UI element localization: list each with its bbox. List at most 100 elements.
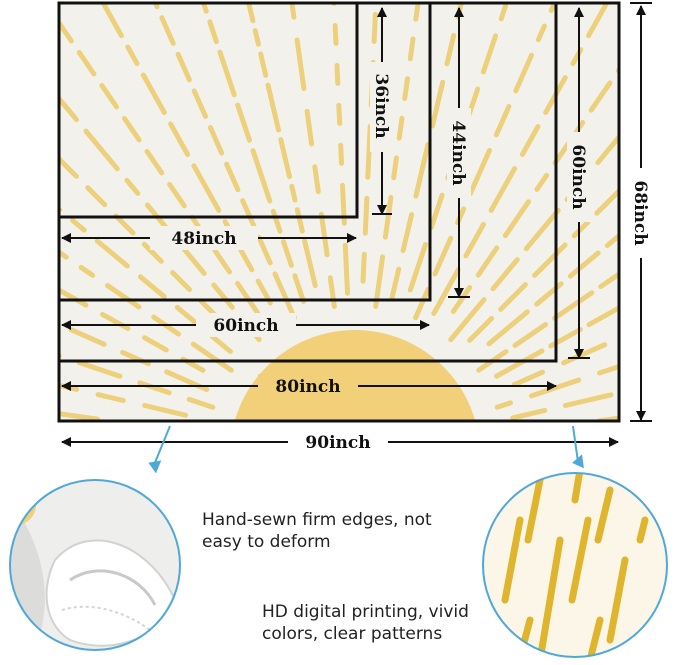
sun-ray-dash [272,271,297,321]
sun-ray-dash [373,254,386,309]
sun-ray-dash [0,27,10,40]
sun-ray-dash [0,437,11,439]
sun-ray-dash [312,164,321,195]
sun-ray-dash [235,102,252,143]
sun-ray-dash [211,282,235,310]
sun-ray-dash [294,37,307,91]
sun-ray-dash [133,445,151,446]
sun-ray-dash [432,235,454,277]
sun-ray-dash [0,149,10,169]
zoom-ray-dash [524,476,544,544]
sun-ray-dash [167,181,187,209]
sun-ray-dash [0,252,37,278]
sun-ray-dash [407,36,416,62]
sun-ray-dash [407,242,428,293]
sun-ray-dash [3,103,20,120]
sun-ray-dash [467,316,494,343]
sun-ray-dash [586,305,619,328]
sun-ray-dash [21,440,35,441]
sun-ray-dash [0,365,22,376]
sun-ray-dash [468,147,492,196]
sun-ray-dash [83,128,120,172]
sun-ray-dash [402,76,410,101]
dimension-width-90: 90inch [61,430,619,454]
sun-ray-dash [480,33,498,75]
sun-ray-dash [70,218,87,233]
sun-ray-dash [444,32,457,67]
sun-ray-dash [336,102,343,126]
dimension-width-60: 60inch [61,313,430,337]
sun-ray-dash [588,80,613,113]
sun-ray-dash [99,82,119,110]
sun-ray-dash [338,142,344,166]
sun-ray-dash [246,3,256,24]
sun-ray-dash [413,3,421,22]
pointer-print [572,425,584,469]
label-90inch: 90inch [305,433,370,453]
sun-ray-dash [59,94,79,123]
sun-ray-dash [604,232,619,248]
dimension-width-80: 80inch [61,374,557,398]
dimension-width-48: 48inch [61,226,357,250]
sun-ray-dash [0,330,14,341]
sun-ray-dash [6,301,54,322]
zoom-ray-dash [571,473,584,504]
sun-ray-dash [532,242,568,278]
sun-ray-dash [59,353,62,359]
sun-ray-dash [650,10,660,24]
pointer-edge [148,425,171,474]
sun-ray-dash [140,72,167,115]
sun-ray-dash [632,382,666,390]
sun-ray-dash [512,322,549,348]
sun-ray-dash [486,309,530,347]
sun-ray-dash [488,166,518,213]
sun-ray-dash [642,143,667,168]
zoom-ray-dash [606,556,629,644]
sun-ray-dash [113,213,136,236]
sun-ray-dash [502,199,531,239]
sun-ray-dash [95,392,126,403]
sun-ray-dash [505,447,540,449]
sun-ray-dash [159,15,176,46]
dimension-height-60: 60inch [567,6,591,359]
sun-ray-dash [598,272,619,290]
sun-ray-dash [594,187,619,216]
sun-ray-dash [170,270,192,292]
sun-ray-dash [332,23,339,46]
sun-ray-dash [191,88,208,119]
sun-ray-dash [142,403,189,418]
sun-ray-dash [493,104,512,138]
sun-ray-dash [208,333,233,354]
sun-ray-dash [371,12,378,44]
sun-ray-dash [238,247,255,273]
sun-ray-dash [559,443,608,445]
sun-ray-dash [76,49,97,77]
sun-ray-dash [125,44,140,67]
sun-ray-dash [85,185,108,208]
sun-ray-dash [334,62,341,86]
zoom-ray-dash [594,486,614,544]
sun-ray-dash [59,411,100,421]
sun-ray-dash [68,327,107,347]
sun-ray-dash [59,205,63,213]
sun-ray-dash [207,19,219,45]
sun-ray-dash [240,198,257,229]
edge-detail-zoom [9,479,181,651]
sun-ray-dash [413,142,431,199]
sun-ray-dash [302,238,318,289]
sun-ray-dash [141,241,164,264]
sun-ray-dash [278,137,292,180]
print-detail-zoom [482,472,668,658]
sun-ray-dash [289,183,298,203]
sun-ray-dash [450,285,473,314]
dimension-height-36: 36inch [370,6,394,215]
zoom-ray-dash [536,536,564,657]
zoom-ray-dash [568,516,592,604]
sun-ray-dash [281,239,294,268]
sun-ray-dash [400,212,415,254]
sun-ray-dash [615,65,619,74]
sun-ray-dash [289,3,297,20]
sun-ray-dash [561,342,608,366]
sun-ray-dash [250,148,273,204]
